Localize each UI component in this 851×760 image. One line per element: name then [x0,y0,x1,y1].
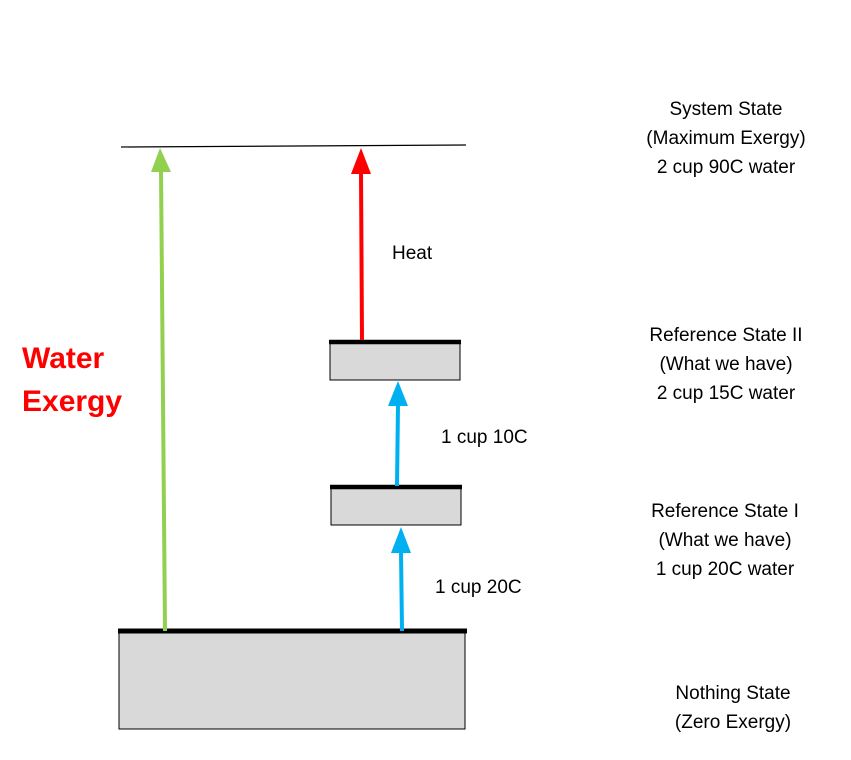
step-1-arrow [391,527,411,632]
reference-state-2-label: Reference State II (What we have) 2 cup … [616,321,836,408]
step-2-arrow [388,381,408,487]
reference-state-1-detail: 1 cup 20C water [655,559,795,580]
water-exergy-label: Water Exergy [22,337,122,423]
exergy-arrow [151,148,171,632]
reference-state-1-subtitle: (What we have) [658,530,792,551]
reference-state-1-title: Reference State I [651,501,799,522]
system-state-title: System State [669,99,783,120]
reference-state-2-box [329,341,461,381]
heat-arrow-label: Heat [392,243,433,264]
reference-state-2-detail: 2 cup 15C water [656,383,796,404]
system-state-label: System State (Maximum Exergy) 2 cup 90C … [626,95,826,182]
system-state-line [120,144,467,148]
nothing-state-subtitle: (Zero Exergy) [674,712,792,733]
nothing-state-label: Nothing State (Zero Exergy) [633,679,833,737]
system-state-subtitle: (Maximum Exergy) [646,128,806,149]
step-1-arrow-label: 1 cup 20C [435,577,522,598]
system-state-detail: 2 cup 90C water [656,157,796,178]
nothing-state-title: Nothing State [675,683,791,704]
reference-state-1-box [330,486,462,526]
reference-state-2-subtitle: (What we have) [659,354,793,375]
reference-state-2-title: Reference State II [649,325,803,346]
water-exergy-line-1: Water [22,342,105,375]
step-2-arrow-label: 1 cup 10C [441,427,528,448]
heat-arrow [351,148,371,341]
nothing-state-box [118,630,466,730]
reference-state-1-label: Reference State I (What we have) 1 cup 2… [615,497,835,584]
water-exergy-line-2: Exergy [22,385,123,418]
